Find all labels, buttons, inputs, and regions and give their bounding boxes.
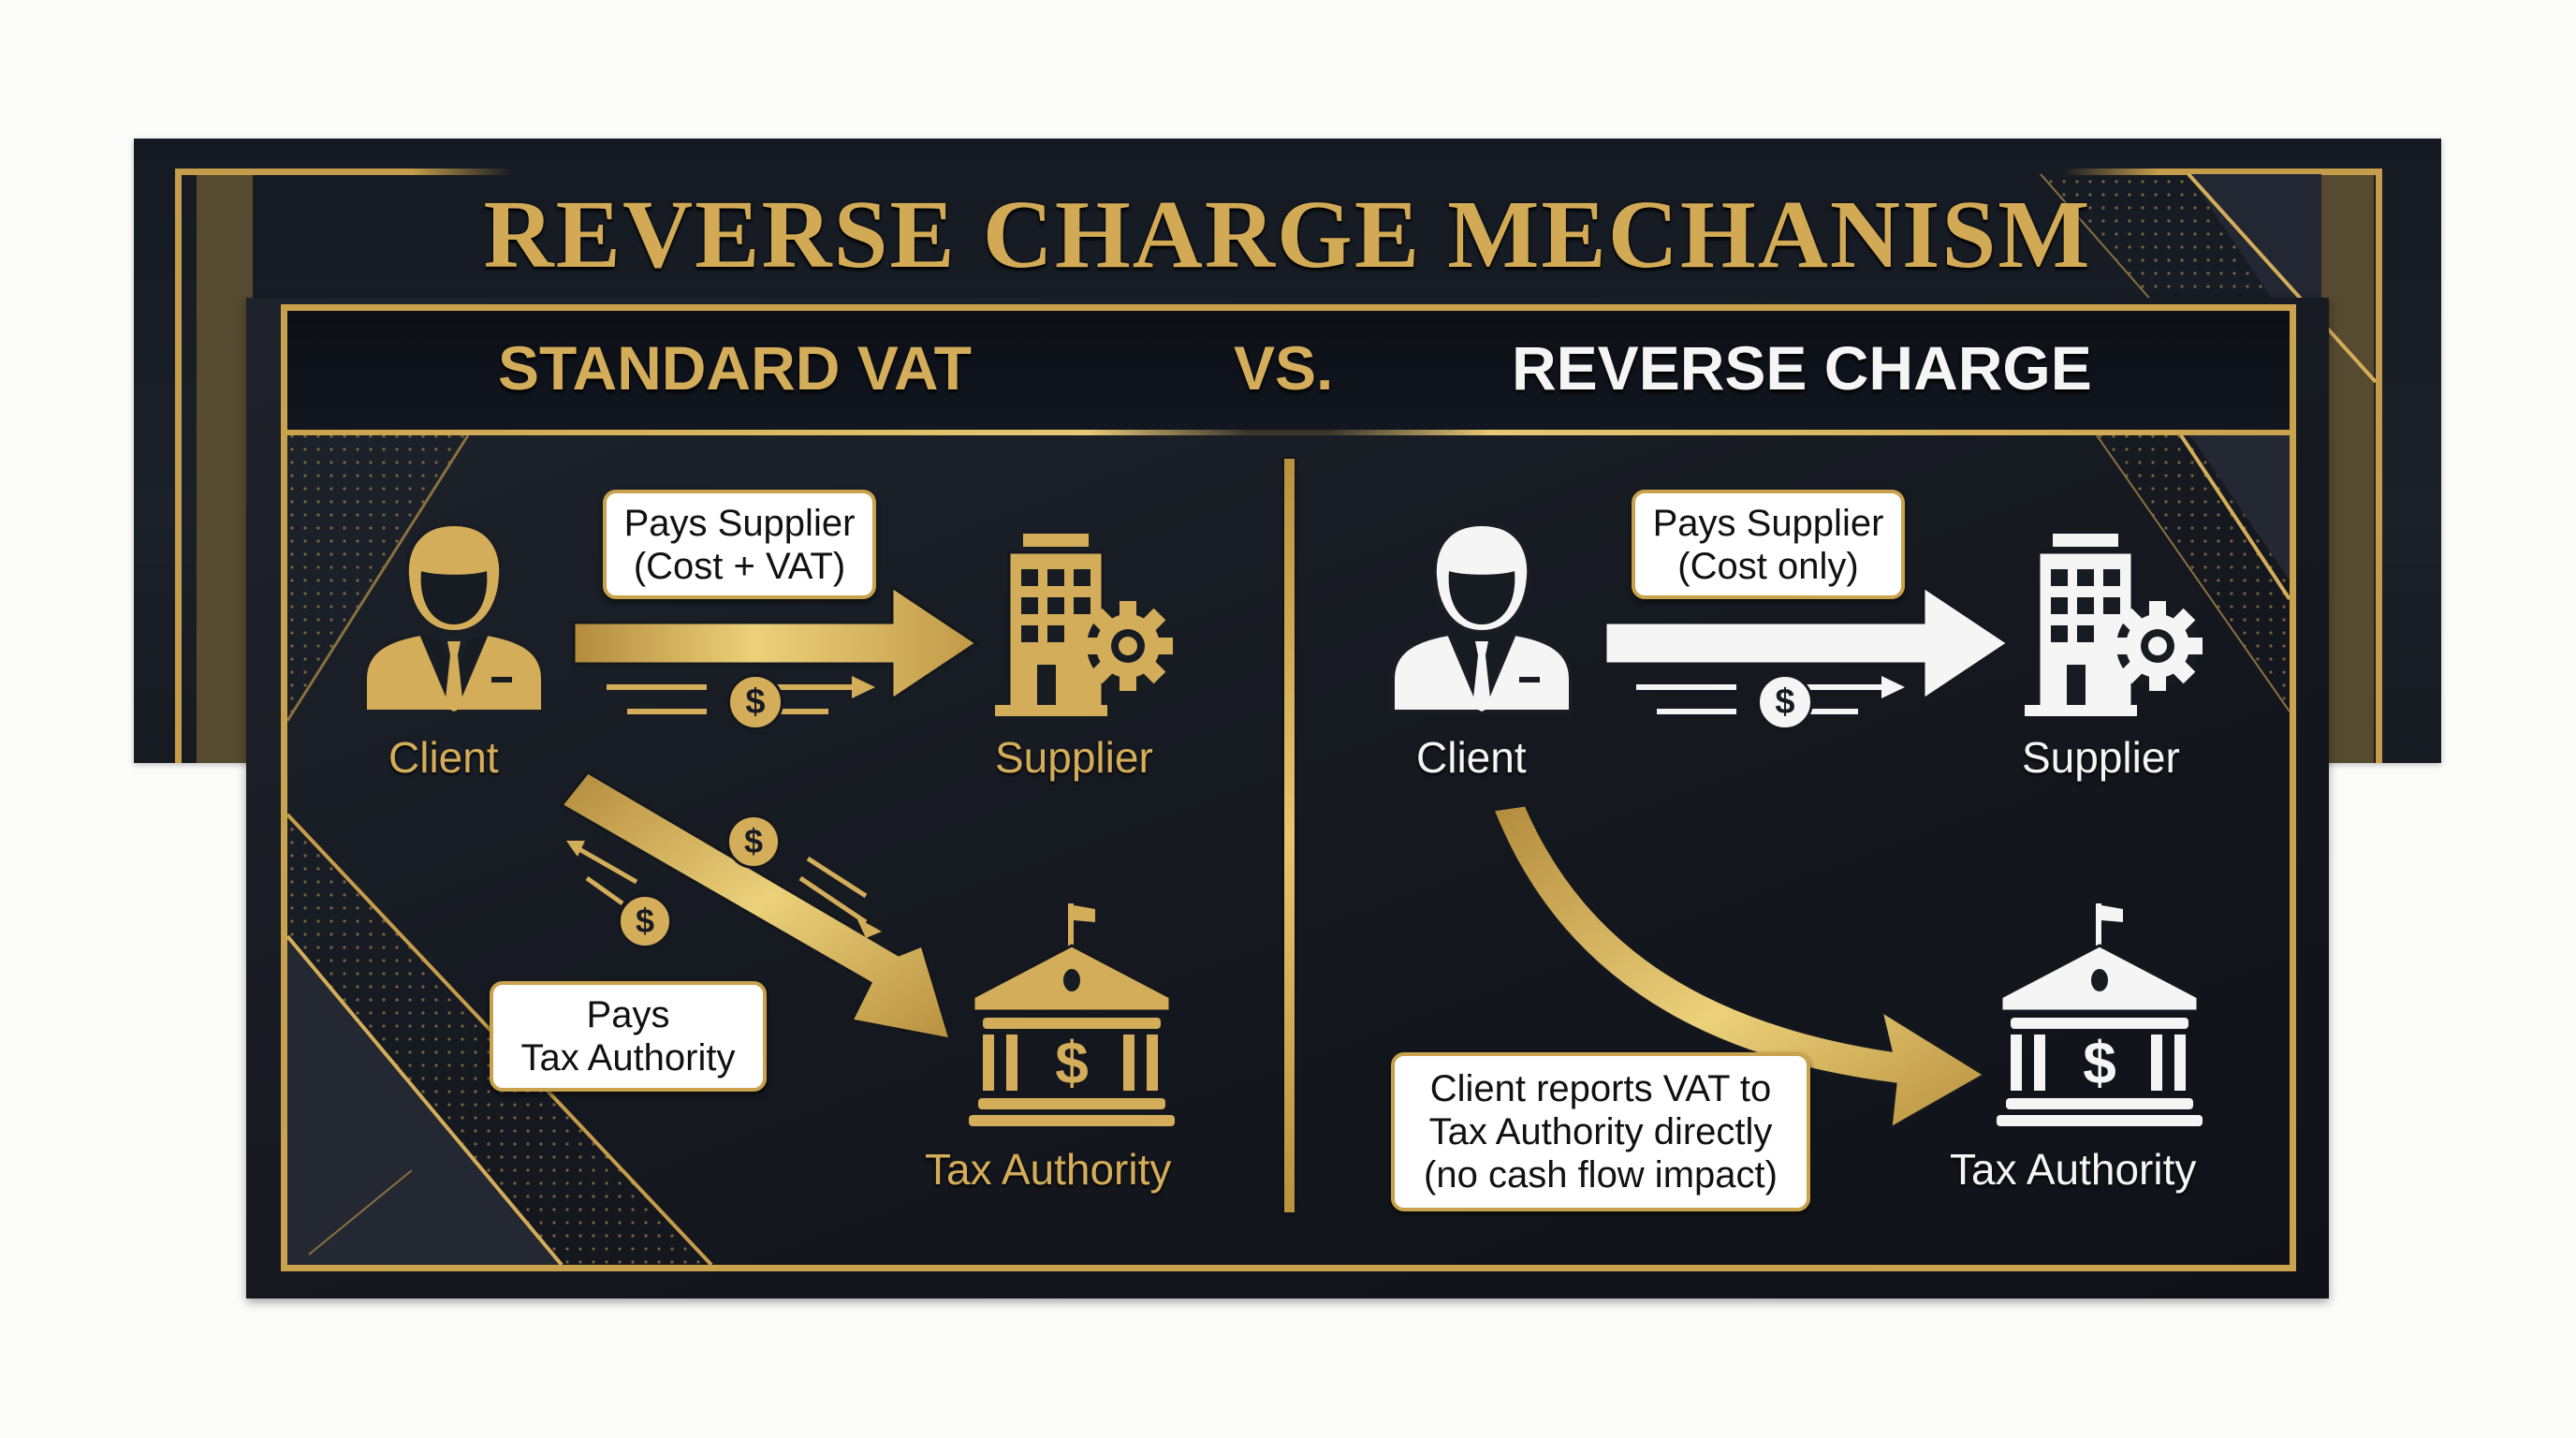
dollar-coin-icon: $ <box>618 894 672 948</box>
dollar-coin-icon: $ <box>726 814 781 869</box>
government-building-icon: $ <box>1997 903 2203 1126</box>
person-icon <box>363 521 545 717</box>
title-bar: REVERSE CHARGE MECHANISM <box>246 169 2329 300</box>
right-bronze-stripe <box>2321 174 2374 763</box>
top-right-gold-rule <box>2062 169 2382 175</box>
tax-authority-label: Tax Authority <box>1950 1145 2197 1194</box>
left-bronze-stripe <box>197 174 253 763</box>
supplier-label: Supplier <box>2022 733 2180 782</box>
dollar-sign: $ <box>1055 1029 1089 1096</box>
vat-reporting-arrow <box>1490 803 1987 1131</box>
dollar-sign: $ <box>2083 1029 2116 1096</box>
supplier-label: Supplier <box>995 733 1153 782</box>
standard-vat-heading: STANDARD VAT <box>498 333 972 403</box>
pays-supplier-label-box: Pays Supplier (Cost only) <box>1632 490 1905 599</box>
pays-tax-authority-label-box: Pays Tax Authority <box>490 981 767 1092</box>
client-reports-vat-label-box: Client reports VAT to Tax Authority dire… <box>1391 1052 1810 1211</box>
dollar-coin-icon: $ <box>727 674 783 730</box>
label-line: (Cost + VAT) <box>633 545 846 587</box>
payment-arrow <box>572 584 979 702</box>
right-gold-rule <box>2376 169 2382 763</box>
government-building-icon: $ <box>969 903 1175 1126</box>
inner-gold-frame <box>281 304 2296 1271</box>
tax-payment-arrow <box>559 770 953 1041</box>
top-left-gold-rule <box>175 169 512 175</box>
label-line: Tax Authority <box>520 1037 736 1078</box>
page-title: REVERSE CHARGE MECHANISM <box>483 180 2092 288</box>
label-line: Pays <box>586 994 670 1035</box>
comparison-header-band <box>287 311 2290 433</box>
tax-authority-label: Tax Authority <box>925 1145 1172 1194</box>
header-gold-rule <box>287 430 2290 435</box>
section-divider <box>1284 459 1295 1212</box>
cash-flow-lines <box>1636 676 1905 714</box>
label-line: Pays Supplier <box>1652 502 1884 544</box>
pays-supplier-label-box: Pays Supplier (Cost + VAT) <box>603 490 876 599</box>
building-gear-icon <box>995 534 1173 716</box>
label-line: Client reports VAT to <box>1429 1068 1772 1109</box>
client-label: Client <box>388 733 499 782</box>
person-icon <box>1391 521 1573 717</box>
label-line: Tax Authority directly <box>1428 1111 1773 1152</box>
left-gold-rule <box>175 169 182 763</box>
label-line: (Cost only) <box>1677 545 1859 587</box>
reverse-charge-heading: REVERSE CHARGE <box>1512 333 2092 403</box>
vs-label: VS. <box>1234 333 1334 403</box>
payment-arrow <box>1603 584 2011 702</box>
label-line: (no cash flow impact) <box>1424 1154 1778 1196</box>
building-gear-icon <box>2025 534 2203 716</box>
label-line: Pays Supplier <box>623 502 856 544</box>
client-label: Client <box>1416 733 1527 782</box>
dollar-coin-icon: $ <box>1757 674 1813 730</box>
